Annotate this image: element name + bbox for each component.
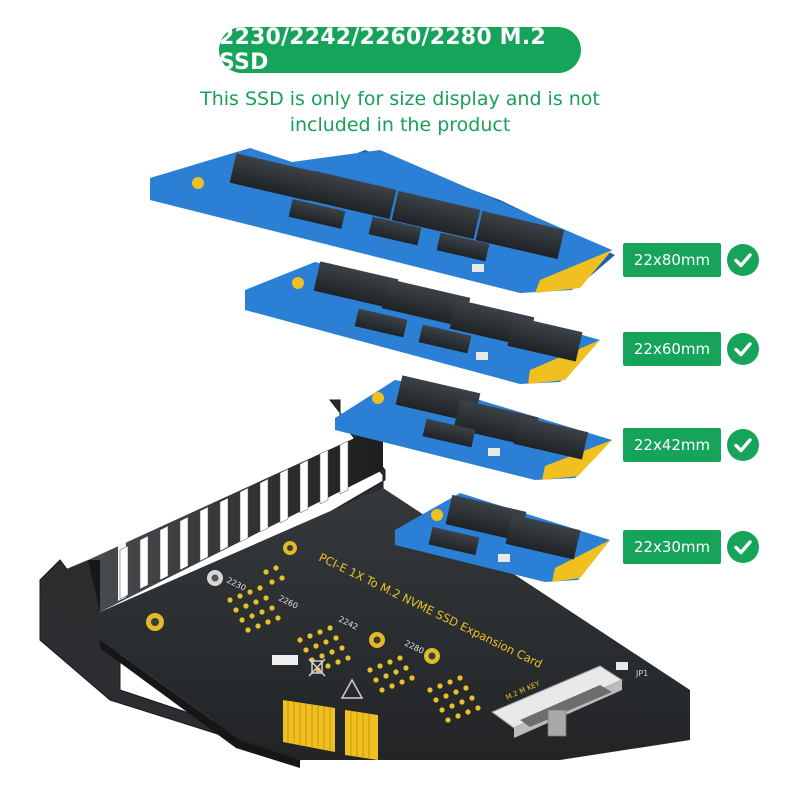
subtitle-line-1: This SSD is only for size display and is… — [200, 88, 600, 110]
check-circle-icon — [727, 333, 759, 365]
subtitle-note: This SSD is only for size display and is… — [150, 86, 650, 138]
ssd-2260 — [245, 261, 600, 384]
expansion-card: PCI-E 1X To M.2 NVME SSD Expansion Card … — [39, 399, 690, 768]
mount-notch — [192, 177, 204, 189]
pcie-gold-fingers — [283, 700, 378, 760]
ssd-2230 — [395, 493, 610, 582]
check-circle-icon — [727, 244, 759, 276]
title-banner: 2230/2242/2260/2280 M.2 SSD — [219, 25, 581, 75]
standoff-pad-arrays — [227, 565, 481, 723]
check-circle-icon — [727, 429, 759, 461]
mount-notch — [431, 509, 443, 521]
mount-notch — [372, 392, 384, 404]
warning-triangle-icon — [340, 678, 364, 699]
mounting-holes — [146, 541, 440, 664]
ssd-2280 — [150, 148, 615, 293]
size-label-22x80: 22x80mm — [623, 243, 721, 277]
size-label-22x60: 22x60mm — [623, 332, 721, 366]
subtitle-line-2: included in the product — [289, 114, 511, 136]
jp1-label: JP1 — [635, 669, 648, 678]
jp1-jumper — [616, 662, 628, 670]
mount-notch — [292, 277, 304, 289]
size-label-22x42: 22x42mm — [623, 428, 721, 462]
size-label-22x30: 22x30mm — [623, 530, 721, 564]
check-circle-icon — [727, 531, 759, 563]
white-label-pad — [272, 655, 298, 665]
ssd-2242 — [335, 375, 612, 480]
bracket-vent-slots — [119, 440, 349, 600]
weee-bin-icon — [308, 658, 326, 677]
